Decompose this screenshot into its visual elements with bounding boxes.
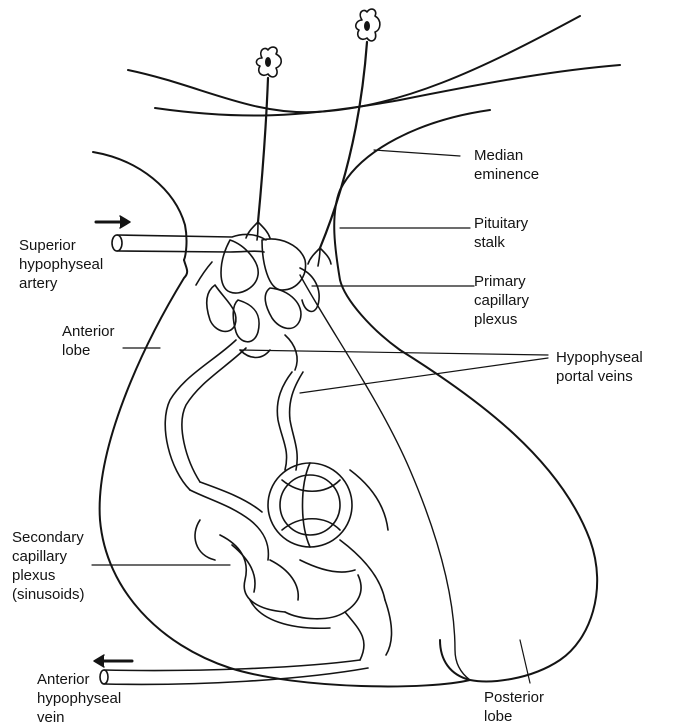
portal-vein-right bbox=[277, 372, 303, 470]
stalk-left-outline bbox=[93, 152, 187, 260]
axon-terminal-right bbox=[308, 248, 331, 266]
label-median-eminence: Median eminence bbox=[474, 146, 539, 184]
label-anterior-lobe: Anterior lobe bbox=[62, 322, 115, 360]
label-primary-capillary-plexus: Primary capillary plexus bbox=[474, 272, 529, 329]
axon-left bbox=[258, 78, 268, 222]
superior-hypophyseal-artery-vessel bbox=[112, 234, 266, 252]
label-superior-hypophyseal-artery: Superior hypophyseal artery bbox=[19, 236, 103, 293]
hypothalamus-upper-curve bbox=[128, 16, 580, 112]
stalk-right-outline bbox=[334, 110, 490, 350]
lobe-boundary bbox=[300, 275, 470, 680]
neuron-cell-right bbox=[356, 9, 380, 41]
label-pituitary-stalk: Pituitary stalk bbox=[474, 214, 528, 252]
label-anterior-hypophyseal-vein: Anterior hypophyseal vein bbox=[37, 670, 121, 727]
label-hypophyseal-portal-veins: Hypophyseal portal veins bbox=[556, 348, 643, 386]
secondary-capillary-network bbox=[190, 463, 392, 660]
anterior-hypophyseal-vein-vessel bbox=[100, 660, 368, 684]
arrow-out bbox=[94, 655, 132, 667]
posterior-lobe-outline bbox=[400, 350, 597, 681]
portal-vein-left bbox=[165, 340, 246, 490]
label-secondary-capillary-plexus: Secondary capillary plexus (sinusoids) bbox=[12, 528, 85, 604]
axon-terminal-left bbox=[246, 222, 270, 240]
label-posterior-lobe: Posterior lobe bbox=[484, 688, 544, 726]
axon-right bbox=[320, 42, 367, 248]
arrow-in bbox=[96, 216, 130, 228]
anterior-lobe-outline bbox=[100, 260, 470, 686]
hypothalamus-lower-curve bbox=[155, 65, 620, 116]
neuron-cell-left bbox=[256, 47, 281, 77]
